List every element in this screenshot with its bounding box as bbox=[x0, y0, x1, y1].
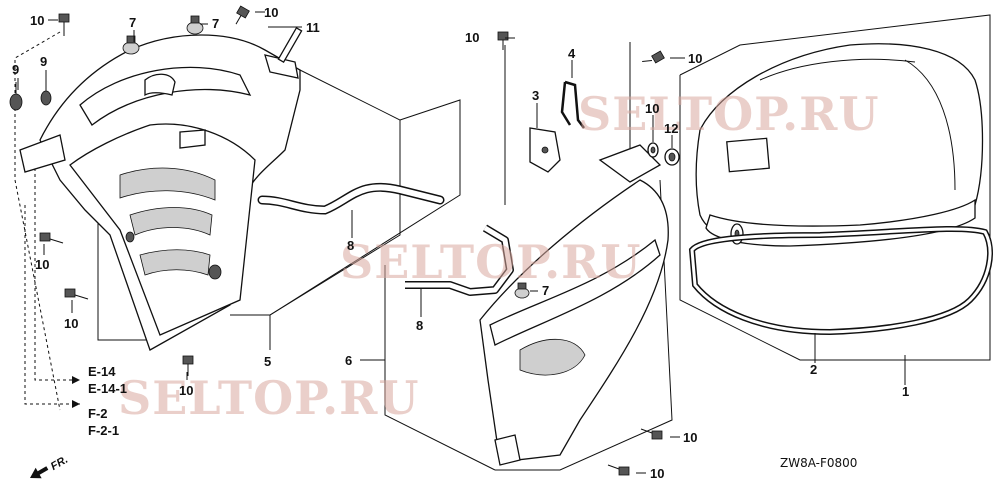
callout-10: 10 bbox=[64, 316, 78, 331]
callout-numbers: 1 2 3 4 5 6 7 7 7 8 8 9 9 10 10 10 10 10… bbox=[12, 5, 909, 481]
callout-10: 10 bbox=[30, 13, 44, 28]
callout-7: 7 bbox=[212, 16, 219, 31]
callout-12: 11 bbox=[306, 20, 320, 35]
reference-f2: F-2 bbox=[88, 406, 108, 421]
bolt-icon bbox=[640, 428, 663, 440]
reference-e14-1: E-14-1 bbox=[88, 381, 127, 396]
grommet-icon bbox=[122, 35, 140, 55]
front-direction-marker: FR. bbox=[30, 454, 70, 479]
callout-4: 4 bbox=[568, 46, 576, 61]
part-8-hose-upper bbox=[257, 182, 445, 215]
part-8-hose-lower bbox=[405, 224, 514, 296]
callout-2: 2 bbox=[810, 362, 817, 377]
callout-10: 10 bbox=[264, 5, 278, 20]
callout-8: 8 bbox=[416, 318, 423, 333]
bolt-icon bbox=[39, 232, 64, 244]
screw-icon bbox=[9, 82, 23, 111]
callout-3: 3 bbox=[532, 88, 539, 103]
part-4-clip bbox=[560, 80, 585, 129]
callout-10: 10 bbox=[35, 257, 49, 272]
bolt-icon bbox=[182, 355, 194, 376]
callout-13: 12 bbox=[664, 121, 678, 136]
callout-10: 10 bbox=[179, 383, 193, 398]
part-5-undercover-front bbox=[19, 34, 301, 351]
callout-1: 1 bbox=[902, 384, 909, 399]
part-3-bracket bbox=[529, 127, 561, 173]
bolts bbox=[9, 5, 665, 476]
bolt-icon bbox=[235, 5, 250, 25]
callout-11: 10 bbox=[645, 101, 659, 116]
bolt-icon bbox=[497, 31, 509, 50]
bolt-icon bbox=[642, 50, 665, 64]
callout-10: 10 bbox=[465, 30, 479, 45]
watermarks: SELTOP.RU SELTOP.RU SELTOP.RU bbox=[118, 87, 880, 425]
section-references: E-14 E-14-1 F-2 F-2-1 bbox=[72, 364, 127, 438]
bolt-icon bbox=[607, 464, 630, 476]
grommet-icon bbox=[186, 15, 204, 35]
callout-10: 10 bbox=[650, 466, 664, 481]
callout-8: 8 bbox=[347, 238, 354, 253]
part-6-undercover-rear bbox=[479, 144, 669, 466]
callout-10: 10 bbox=[683, 430, 697, 445]
callout-9: 9 bbox=[12, 62, 19, 77]
watermark-text: SELTOP.RU bbox=[340, 235, 642, 289]
callout-7: 7 bbox=[542, 283, 549, 298]
front-marker-label: FR. bbox=[49, 454, 70, 473]
pin-icon bbox=[277, 27, 303, 63]
callout-9: 9 bbox=[40, 54, 47, 69]
bolt-icon bbox=[64, 288, 89, 300]
part-1-engine-cover bbox=[695, 43, 984, 247]
callout-10: 10 bbox=[688, 51, 702, 66]
part-2-seal bbox=[688, 225, 993, 336]
reference-f2-1: F-2-1 bbox=[88, 423, 119, 438]
leader-lines bbox=[17, 11, 816, 474]
bolt-icon bbox=[58, 13, 70, 36]
callout-6: 6 bbox=[345, 353, 352, 368]
watermark-text: SELTOP.RU bbox=[118, 371, 420, 425]
watermark-text: SELTOP.RU bbox=[578, 87, 880, 141]
reference-e14: E-14 bbox=[88, 364, 116, 379]
grommet-icon bbox=[514, 282, 530, 299]
part-11-washer bbox=[647, 142, 659, 158]
callout-5: 5 bbox=[264, 354, 271, 369]
diagram-code: ZW8A-F0800 bbox=[780, 456, 857, 470]
arrow-icon bbox=[30, 466, 49, 479]
callout-7: 7 bbox=[129, 15, 136, 30]
part-13-grommet bbox=[664, 148, 680, 166]
